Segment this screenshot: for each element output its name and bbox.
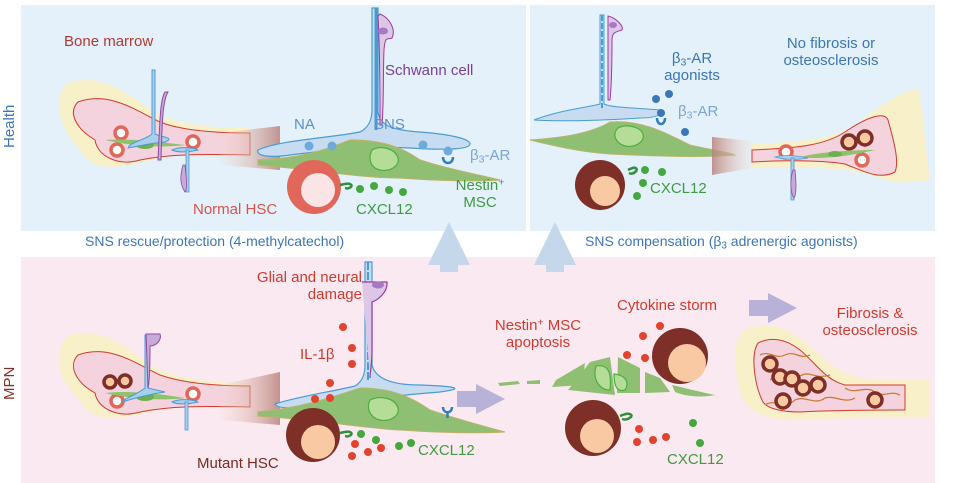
nestin-superscript: + bbox=[537, 316, 544, 329]
nestin-superscript: + bbox=[498, 176, 505, 189]
nestin-text: Nestin bbox=[455, 177, 499, 194]
label-na: NA bbox=[294, 116, 315, 133]
label-cytokine-storm: Cytokine storm bbox=[617, 297, 718, 314]
beta-symbol: β bbox=[671, 50, 681, 67]
right-arrow-fibrosis bbox=[749, 293, 797, 323]
compensation-post: adrenergic agonists) bbox=[726, 233, 858, 249]
fibrosis-line1: Fibrosis & bbox=[836, 305, 904, 322]
ar-text: -AR bbox=[692, 103, 719, 120]
beta-subscript: 3 bbox=[680, 56, 687, 69]
niche-health-right bbox=[529, 14, 752, 210]
agonists-text: agonists bbox=[664, 66, 720, 84]
label-cxcl12-mpn-left: CXCL12 bbox=[418, 442, 475, 459]
glial-line2: damage bbox=[307, 285, 362, 303]
label-sns-compensation: SNS compensation (β3 adrenergic agonists… bbox=[585, 233, 858, 252]
compensation-sub: 3 bbox=[721, 240, 727, 252]
glial-line1: Glial and neural bbox=[256, 269, 362, 286]
apoptotic-msc bbox=[498, 322, 715, 456]
compensation-pre: SNS compensation (β bbox=[585, 233, 722, 249]
beta-symbol: β bbox=[470, 147, 479, 164]
label-cxcl12-health-right: CXCL12 bbox=[650, 180, 707, 197]
label-schwann-cell: Schwann cell bbox=[385, 62, 474, 79]
up-arrow-rescue bbox=[428, 222, 470, 272]
label-beta3-ar-right: β3-AR bbox=[678, 103, 719, 122]
label-beta3-ar-left: β3-AR bbox=[470, 147, 511, 166]
label-il1b: IL-1β bbox=[300, 346, 335, 363]
msc-text: MSC bbox=[463, 193, 497, 211]
no-fibrosis-line1: No fibrosis or bbox=[786, 35, 876, 52]
beta-subscript: 3 bbox=[478, 153, 485, 166]
label-sns-rescue: SNS rescue/protection (4-methylcatechol) bbox=[85, 233, 345, 249]
ar-text: -AR bbox=[686, 50, 713, 67]
niche-mpn bbox=[257, 261, 506, 462]
label-normal-hsc: Normal HSC bbox=[193, 201, 278, 218]
fibrosis-line2: osteosclerosis bbox=[822, 321, 918, 339]
bone-fibrosis bbox=[735, 325, 930, 420]
beta-subscript: 3 bbox=[686, 109, 693, 122]
up-arrow-compensation bbox=[534, 222, 576, 272]
label-nestin-msc: Nestin+MSC bbox=[450, 176, 510, 212]
bone-mpn-left bbox=[58, 333, 280, 431]
ar-text: -AR bbox=[484, 147, 511, 164]
right-arrow-apoptosis bbox=[457, 384, 505, 414]
msc-text: MSC bbox=[543, 317, 582, 334]
nestin-text: Nestin bbox=[494, 317, 538, 334]
label-sns: SNS bbox=[374, 116, 405, 133]
no-fibrosis-line2: osteosclerosis bbox=[783, 51, 879, 69]
label-fibrosis: Fibrosis &osteosclerosis bbox=[810, 305, 930, 340]
label-cxcl12-health-left: CXCL12 bbox=[356, 201, 413, 218]
bone-health-right bbox=[751, 88, 930, 201]
niche-health-left bbox=[257, 7, 501, 214]
bone-health-left bbox=[58, 69, 280, 193]
label-mutant-hsc: Mutant HSC bbox=[197, 455, 279, 472]
beta-symbol: β bbox=[678, 103, 687, 120]
apoptosis-text: apoptosis bbox=[505, 333, 571, 351]
label-bone-marrow: Bone marrow bbox=[64, 33, 154, 50]
label-cxcl12-mpn-right: CXCL12 bbox=[667, 451, 724, 468]
